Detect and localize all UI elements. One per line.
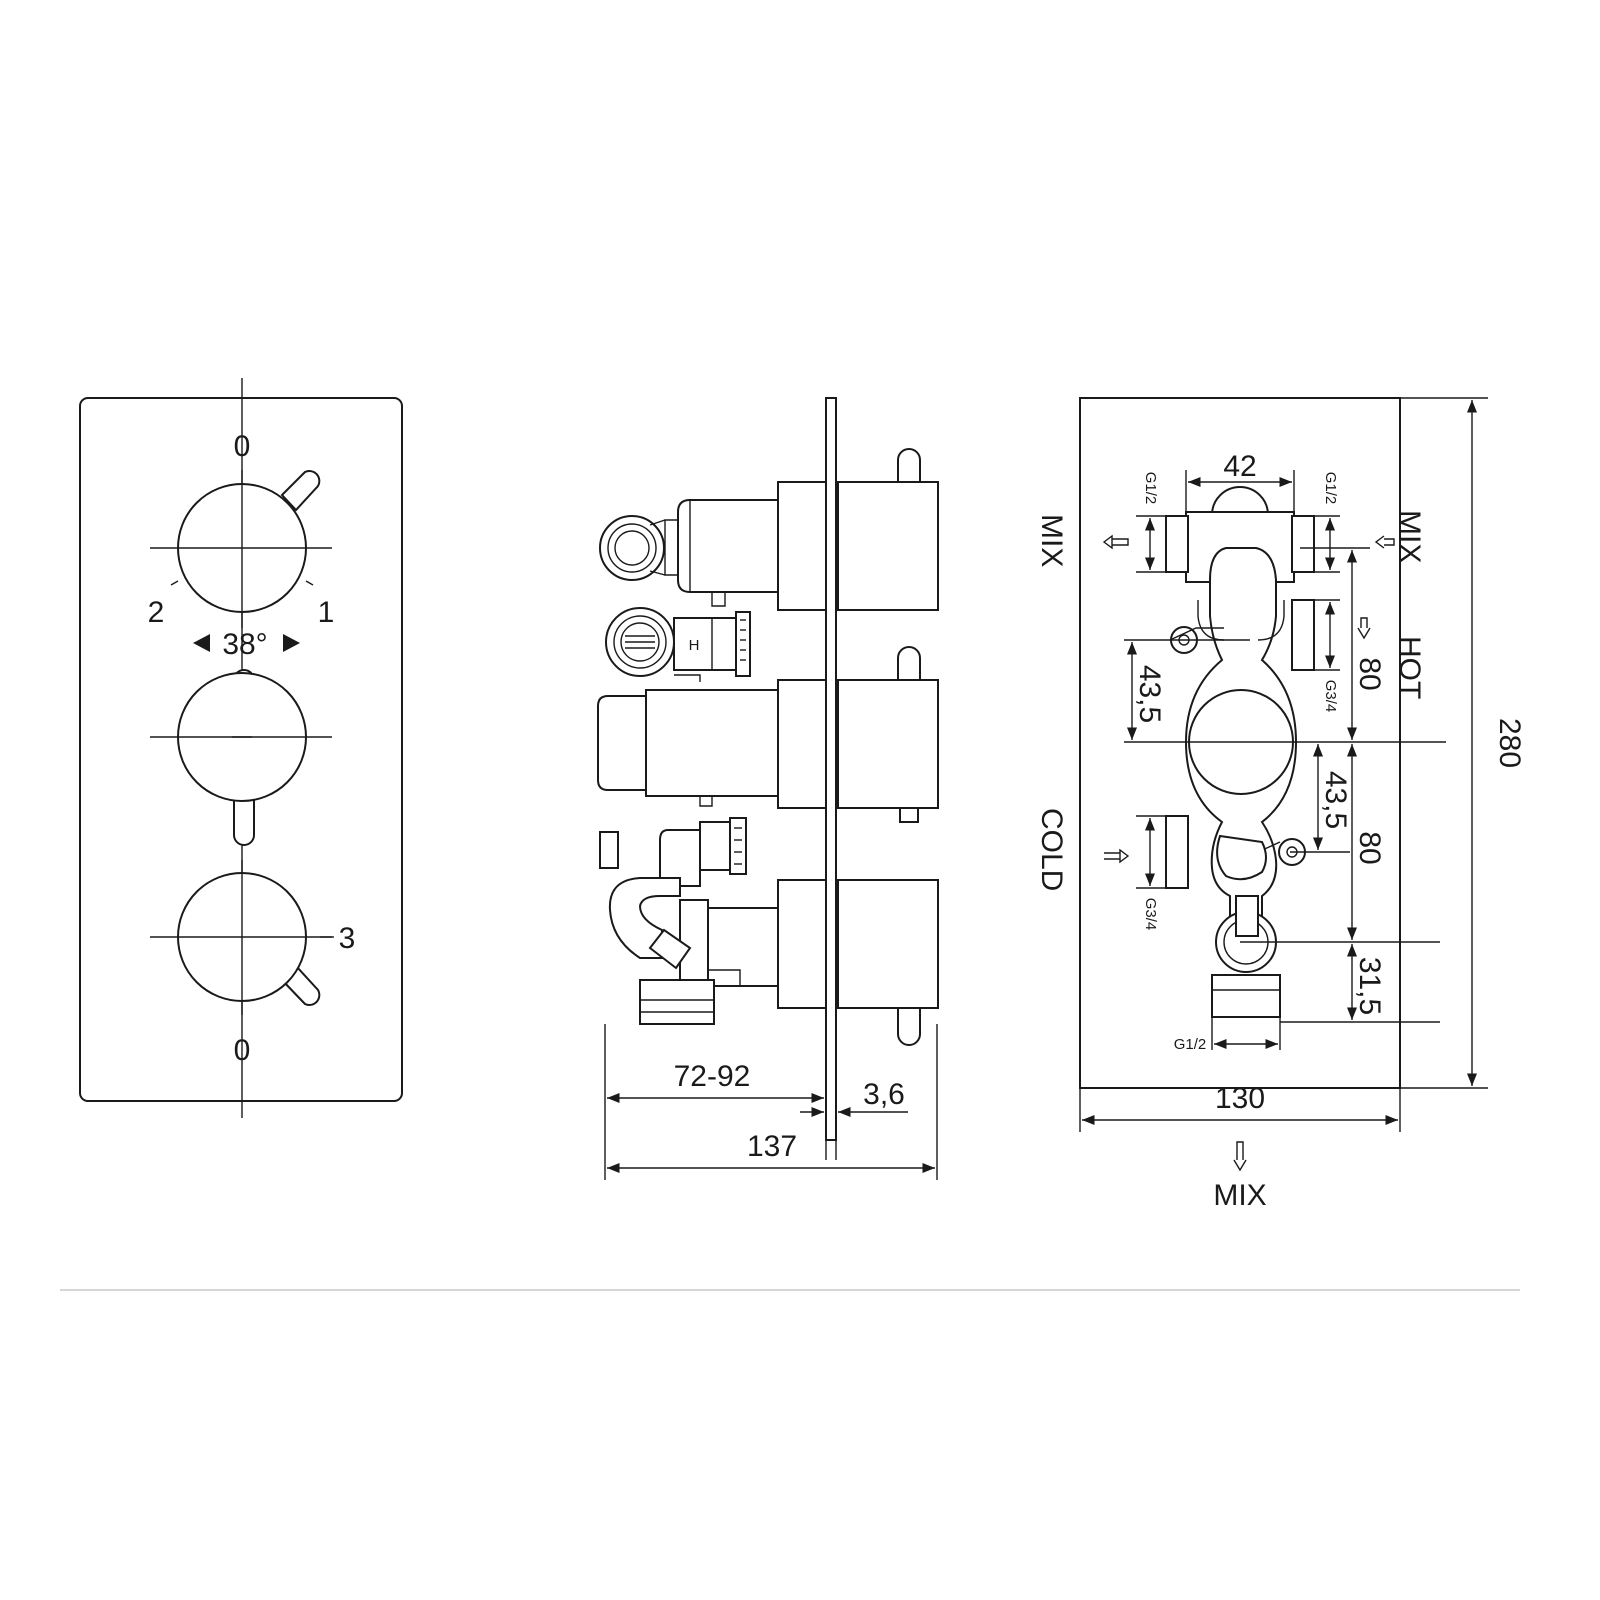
valve-body [1165,486,1315,1018]
side-view: H 72-92 3,6 [597,397,939,1180]
label-angle: 38° [222,628,267,661]
dim-31-5: 31,5 [1353,957,1386,1015]
arrow-out-mix-bottom-icon [1233,1141,1247,1172]
dim-43-5-right: 43,5 [1319,771,1352,829]
label-zero-top: 0 [234,430,251,463]
label-position-1: 1 [318,596,335,629]
outlet-bottom [639,928,715,1025]
dim-130: 130 [1215,1082,1265,1115]
handle-2 [150,669,332,846]
side-handle-middle [837,646,939,823]
handle-3 [150,860,334,1015]
handle-1 [150,470,332,628]
outlet-ring-top [599,515,666,581]
label-hot: HOT [1393,636,1426,699]
back-view: 280 130 [1035,397,1526,1212]
dim-depth-range: 72-92 [674,1060,751,1093]
dim-280: 280 [1493,718,1526,768]
dim-43-5-left: 43,5 [1133,665,1166,723]
label-g12-top-right: G1/2 [1322,472,1339,505]
label-g34-right: G3/4 [1322,680,1339,713]
label-position-2: 2 [148,596,165,629]
arrow-in-mix-right-icon [1374,535,1395,549]
dim-42: 42 [1223,450,1256,483]
arrow-out-mix-left-icon [1102,534,1129,550]
label-position-3: 3 [339,922,356,955]
dim-80-lower: 80 [1353,831,1386,864]
arrow-right-icon [283,634,300,652]
side-handle-bottom [837,879,939,1046]
label-mix-bottom: MIX [1213,1179,1266,1212]
arrow-left-icon [193,634,210,652]
arrow-in-cold-icon [1104,848,1130,864]
label-g12-bottom: G1/2 [1174,1036,1207,1053]
dim-plate: 3,6 [863,1078,905,1111]
hot-inlet-ring [605,607,751,682]
label-cold: COLD [1035,808,1068,891]
dim-total: 137 [747,1130,797,1163]
label-g12-top-left: G1/2 [1142,472,1159,505]
label-zero-bottom: 0 [234,1034,251,1067]
label-mix-right: MIX [1393,510,1426,563]
dim-80-upper: 80 [1353,657,1386,690]
back-plate [1079,397,1401,1089]
label-mix-left: MIX [1035,514,1068,567]
front-plate [79,397,403,1102]
side-handle-top [837,448,939,611]
front-view: 0 2 1 38° 3 0 [79,378,403,1118]
label-g34-left: G3/4 [1142,898,1159,931]
side-plate [825,397,837,1141]
hot-mark: H [689,637,700,654]
arrow-in-hot-icon [1357,617,1371,640]
